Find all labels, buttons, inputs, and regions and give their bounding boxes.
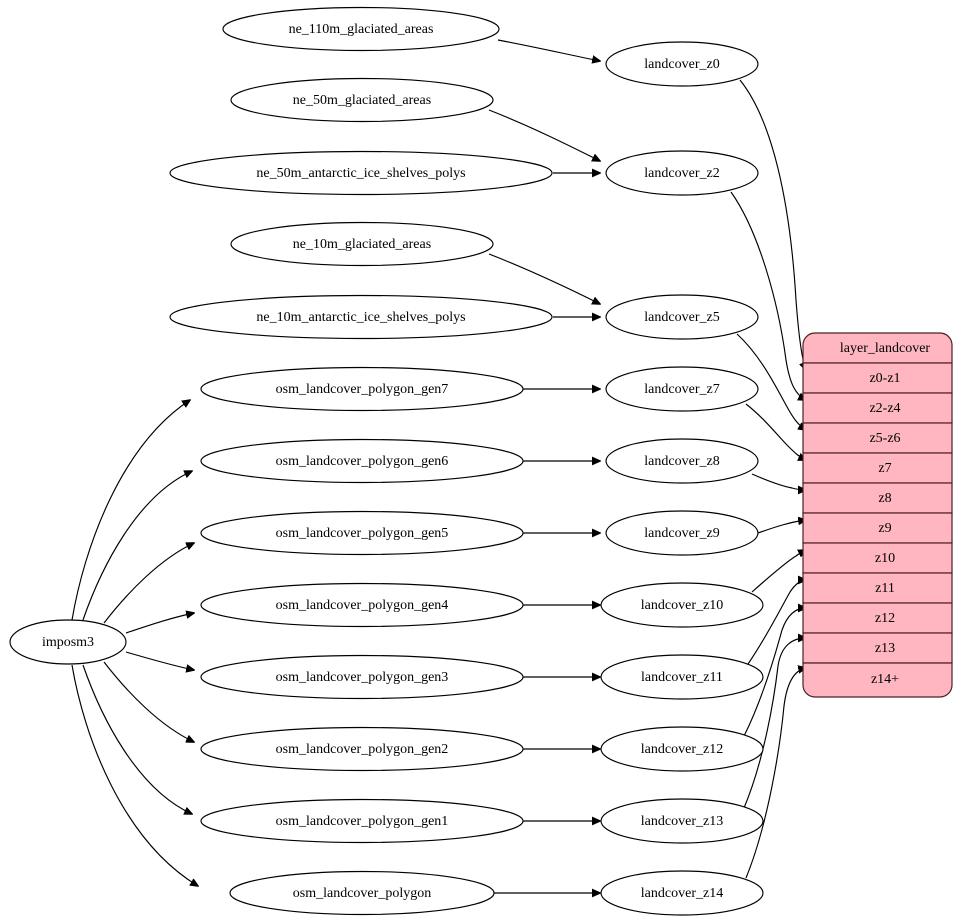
- edge-imposm3-to-polygon: [71, 664, 198, 886]
- node-label: landcover_z10: [641, 598, 723, 613]
- edge-z5-to-row-z5z6: [736, 333, 806, 430]
- node-landcover_z8[interactable]: landcover_z8: [605, 438, 759, 484]
- table-header-label: layer_landcover: [840, 341, 931, 356]
- node-label: landcover_z5: [644, 310, 719, 325]
- edge-imposm3-to-gen3: [125, 651, 194, 670]
- table-row[interactable]: [802, 392, 953, 424]
- edge-imposm3-to-gen4: [125, 613, 194, 634]
- node-osm_landcover_polygon_gen5[interactable]: osm_landcover_polygon_gen5: [200, 510, 524, 556]
- node-osm_landcover_polygon_gen1[interactable]: osm_landcover_polygon_gen1: [200, 798, 524, 844]
- layer-landcover-table[interactable]: layer_landcover z0-z1 z2-z4 z5-z6 z7 z8 …: [802, 332, 953, 698]
- node-label: landcover_z13: [641, 814, 723, 829]
- edge-z0-to-row-z0z1: [739, 79, 806, 370]
- node-label: ne_10m_glaciated_areas: [293, 237, 431, 252]
- node-landcover_z7[interactable]: landcover_z7: [605, 366, 759, 412]
- node-label: osm_landcover_polygon_gen1: [276, 814, 449, 829]
- table-row[interactable]: [802, 662, 953, 698]
- node-ne_50m_glaciated_areas[interactable]: ne_50m_glaciated_areas: [230, 77, 494, 123]
- node-label: ne_110m_glaciated_areas: [289, 22, 434, 37]
- node-label: osm_landcover_polygon_gen2: [276, 742, 449, 757]
- node-osm_landcover_polygon_gen2[interactable]: osm_landcover_polygon_gen2: [200, 726, 524, 772]
- node-label: ne_50m_glaciated_areas: [293, 93, 431, 108]
- table-row-label: z9: [878, 521, 891, 536]
- node-label: osm_landcover_polygon_gen6: [276, 454, 449, 469]
- node-label: ne_10m_antarctic_ice_shelves_polys: [256, 310, 465, 325]
- node-landcover_z10[interactable]: landcover_z10: [600, 582, 764, 628]
- edge-imposm3-to-gen7: [71, 400, 190, 621]
- edges-view-to-layer-table: [730, 79, 806, 879]
- table-row-label: z0-z1: [869, 371, 900, 386]
- edge-z12-to-row-z12: [743, 608, 806, 737]
- node-landcover_z11[interactable]: landcover_z11: [600, 654, 764, 700]
- node-label: landcover_z14: [641, 886, 723, 901]
- table-row[interactable]: [802, 542, 953, 574]
- node-label: osm_landcover_polygon_gen3: [276, 670, 449, 685]
- node-landcover_z5[interactable]: landcover_z5: [605, 294, 759, 340]
- edge-imposm3-to-gen5: [103, 543, 194, 624]
- edge-z7-to-row-z7: [745, 403, 806, 460]
- table-row-label: z12: [875, 611, 895, 626]
- table-row[interactable]: [802, 572, 953, 604]
- table-row-label: z8: [878, 491, 891, 506]
- node-landcover_z0[interactable]: landcover_z0: [605, 41, 759, 87]
- node-label: landcover_z7: [644, 382, 719, 397]
- node-ne_50m_antarctic_ice_shelves_polys[interactable]: ne_50m_antarctic_ice_shelves_polys: [169, 150, 553, 196]
- node-landcover_z2[interactable]: landcover_z2: [605, 150, 759, 196]
- node-label: landcover_z8: [644, 454, 719, 469]
- node-label: osm_landcover_polygon_gen4: [276, 598, 449, 613]
- node-osm_landcover_polygon[interactable]: osm_landcover_polygon: [229, 870, 495, 916]
- edge-z13-to-row-z13: [743, 638, 806, 809]
- table-row[interactable]: [802, 452, 953, 484]
- table-row[interactable]: [802, 512, 953, 544]
- table-row-label: z13: [875, 641, 895, 656]
- node-ne_10m_antarctic_ice_shelves_polys[interactable]: ne_10m_antarctic_ice_shelves_polys: [169, 294, 553, 340]
- table-row-label: z5-z6: [869, 431, 900, 446]
- table-row[interactable]: [802, 632, 953, 664]
- edge-ne50glac-to-z2: [488, 109, 600, 161]
- edge-z10-to-row-z10: [751, 550, 806, 593]
- edge-imposm3-to-gen6: [82, 471, 192, 621]
- node-label: landcover_z0: [644, 57, 719, 72]
- table-row-label: z14+: [871, 672, 899, 687]
- table-row-label: z7: [878, 461, 891, 476]
- node-label: osm_landcover_polygon_gen5: [276, 526, 449, 541]
- table-row-label: z11: [875, 581, 895, 596]
- node-label: landcover_z2: [644, 166, 719, 181]
- table-row-label: z10: [875, 551, 895, 566]
- node-label: landcover_z11: [641, 670, 723, 685]
- edges-imposm3-to-sources: [71, 400, 198, 886]
- node-label: osm_landcover_polygon: [293, 886, 431, 901]
- node-ne_10m_glaciated_areas[interactable]: ne_10m_glaciated_areas: [230, 221, 494, 267]
- node-landcover_z12[interactable]: landcover_z12: [600, 726, 764, 772]
- node-landcover_z14[interactable]: landcover_z14: [600, 870, 764, 916]
- edge-ne10glac-to-z5: [488, 253, 600, 304]
- node-label: landcover_z9: [644, 526, 719, 541]
- edges-source-to-view: [488, 39, 600, 893]
- node-ne_110m_glaciated_areas[interactable]: ne_110m_glaciated_areas: [222, 6, 500, 52]
- table-row[interactable]: [802, 482, 953, 514]
- node-osm_landcover_polygon_gen3[interactable]: osm_landcover_polygon_gen3: [200, 654, 524, 700]
- node-label: imposm3: [42, 635, 94, 650]
- node-osm_landcover_polygon_gen6[interactable]: osm_landcover_polygon_gen6: [200, 438, 524, 484]
- node-landcover_z13[interactable]: landcover_z13: [600, 798, 764, 844]
- node-osm_landcover_polygon_gen4[interactable]: osm_landcover_polygon_gen4: [200, 582, 524, 628]
- edge-z9-to-row-z9: [757, 520, 806, 534]
- node-imposm3[interactable]: imposm3: [9, 619, 127, 665]
- edge-z11-to-row-z11: [747, 580, 806, 665]
- node-label: landcover_z12: [641, 742, 723, 757]
- edge-imposm3-to-gen1: [82, 664, 192, 814]
- edge-z2-to-row-z2z4: [730, 191, 806, 400]
- table-row[interactable]: [802, 362, 953, 394]
- node-landcover_z9[interactable]: landcover_z9: [605, 510, 759, 556]
- edge-imposm3-to-gen2: [103, 661, 194, 742]
- node-label: ne_50m_antarctic_ice_shelves_polys: [256, 166, 465, 181]
- node-osm_landcover_polygon_gen7[interactable]: osm_landcover_polygon_gen7: [200, 366, 524, 412]
- table-row-label: z2-z4: [869, 401, 900, 416]
- edge-z8-to-row-z8: [751, 473, 806, 490]
- edge-ne110-to-z0: [497, 39, 600, 61]
- node-label: osm_landcover_polygon_gen7: [276, 382, 449, 397]
- edge-z14-to-row-z14plus: [745, 668, 806, 879]
